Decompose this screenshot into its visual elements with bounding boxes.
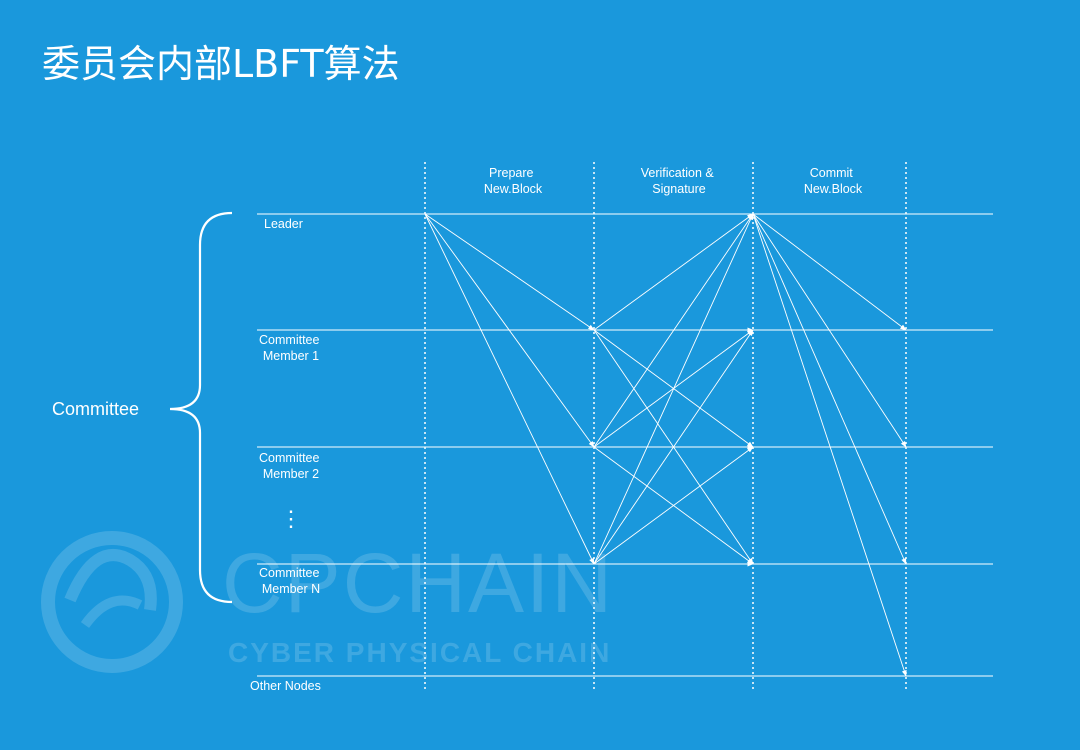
phase-label-prepare: Prepare New.Block [484,166,543,196]
message-arrow [424,213,595,448]
message-arrow [752,213,907,331]
row-label-leader: Leader [264,217,303,231]
row-labels: Leader Committee Member 1 Committee Memb… [250,217,323,693]
message-arrow [593,213,754,448]
committee-brace: Committee [52,211,233,604]
watermark-brand: CPCHAIN [222,536,614,630]
row-label-member-n: Committee Member N [259,566,323,596]
row-label-member-1: Committee Member 1 [259,333,323,363]
row-label-other-nodes: Other Nodes [250,679,321,693]
cpchain-logo-icon [41,531,183,673]
phase-label-verification: Verification & Signature [641,166,717,196]
message-arrow [593,329,754,565]
watermark-tagline: CYBER PHYSICAL CHAIN [228,637,611,668]
row-label-ellipsis: ⋮ [280,506,302,531]
message-arrow [424,213,595,565]
row-label-member-2: Committee Member 2 [259,451,323,481]
message-arrow [752,213,907,448]
message-arrow [593,213,754,565]
phase-separators [424,162,907,690]
brace-icon [169,211,233,604]
message-arrow [752,213,907,565]
message-arrows [424,213,907,677]
phase-label-commit: Commit New.Block [804,166,863,196]
message-arrow [752,213,907,677]
message-arrow [593,213,754,331]
watermark: CPCHAIN CYBER PHYSICAL CHAIN [41,531,614,673]
page-title: 委员会内部LBFT算法 [42,42,400,86]
message-arrow [424,213,595,331]
committee-label: Committee [52,399,139,419]
phase-labels: Prepare New.Block Verification & Signatu… [484,166,863,196]
message-arrow [593,446,754,565]
